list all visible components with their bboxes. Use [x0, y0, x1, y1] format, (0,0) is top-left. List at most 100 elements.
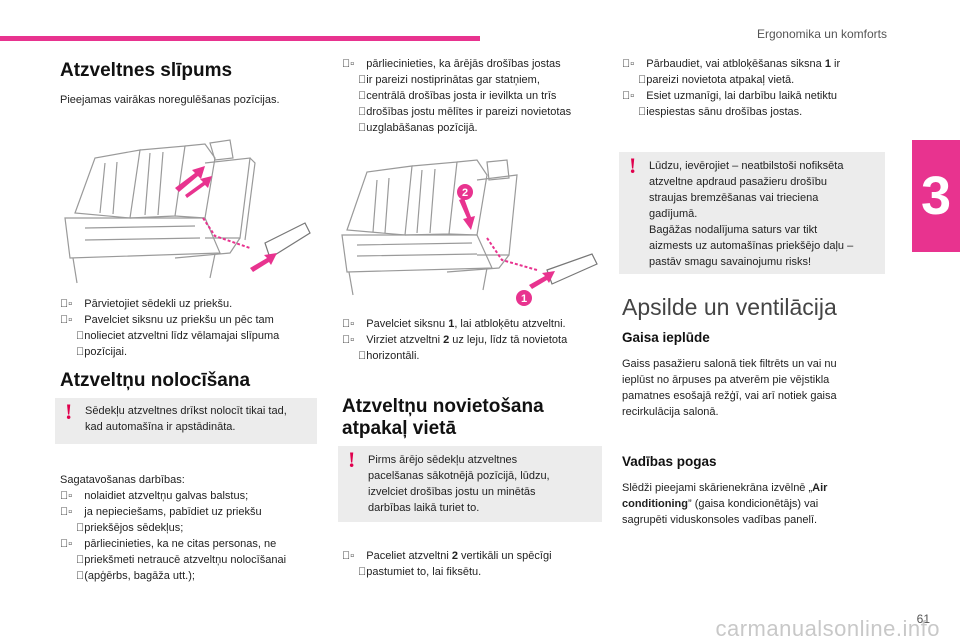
bullet-ref: 1 — [448, 318, 455, 330]
chapter-tab: 3 — [912, 140, 960, 252]
prep-item-cont: (apģērbs, bagāža utt.); — [84, 570, 195, 582]
watermark: carmanualsonline.info — [715, 616, 940, 641]
menu-name: conditioning — [622, 498, 688, 510]
bullet-marker: ▫ — [68, 506, 73, 518]
prep-item: ▫ ja nepieciešams, pabīdiet uz priekšu — [60, 504, 320, 520]
bullet-marker: ▫ — [350, 58, 355, 70]
warning-box-folding: ! Sēdekļu atzveltnes drīkst nolocīt tika… — [55, 398, 317, 444]
bullet-cont: nolieciet atzveltni līdz vēlamajai slīpu… — [84, 330, 280, 342]
bullet-pull-strap: ▫ Pavelciet siksnu uz priekšu un pēc tam — [60, 312, 320, 328]
bullet-move-seat: ▫ Pārvietojiet sēdekli uz priekšu. — [60, 296, 320, 312]
bullet-raise-backrest: ▫ Paceliet atzveltni 2 vertikāli un spēcī… — [342, 548, 602, 564]
bullet-text: pārliecinieties, ka ne citas personas, n… — [84, 538, 277, 550]
warning-text: Lūdzu, ievērojiet – neatbilstoši nofiksē… — [649, 160, 844, 172]
bullet-marker: ▫ — [68, 298, 73, 310]
heading-backrest-tilt: Atzveltnes slīpums — [60, 60, 233, 81]
paragraph-line: sagrupēti viduskonsoles vadības panelī. — [622, 514, 818, 526]
heading-heating-ventilation: Apsilde un ventilācija — [622, 294, 837, 320]
bullet-marker: ▫ — [350, 550, 355, 562]
callout-1-badge — [516, 290, 532, 306]
bullet-marker: ▫ — [68, 314, 73, 326]
warning-text: atzveltne apdraud pasažieru drošību — [649, 176, 827, 188]
bullet-cont: centrālā drošības josta ir ievilkta un t… — [366, 90, 557, 102]
prep-item: ▫ pārliecinieties, ka ne citas personas, … — [60, 536, 320, 552]
bullet-text: uz leju, līdz tā novietota — [449, 334, 568, 346]
bullet-push-backrest: ▫ Virziet atzveltni 2 uz leju, līdz tā no… — [342, 332, 602, 348]
bullet-text: , lai atbloķētu atzveltni. — [454, 318, 566, 330]
prep-label: Sagatavošanas darbības: — [60, 474, 185, 486]
warning-text: pastāv smagu savainojumu risks! — [649, 256, 812, 268]
bullet-text: Paceliet atzveltni — [366, 550, 452, 562]
bullet-text: nolaidiet atzveltņu galvas balstus; — [84, 490, 249, 502]
paragraph-line: recirkulācija salonā. — [622, 406, 719, 418]
bullet-cont: drošības jostu mēlītes ir pareizi noviet… — [366, 106, 572, 118]
subheading-air-intake: Gaisa ieplūde — [622, 330, 710, 345]
warning-icon: ! — [348, 447, 356, 472]
bullet-text: Pārbaudiet, vai atbloķēšanas siksna — [646, 58, 825, 70]
seat-tilt-illustration — [64, 139, 311, 284]
bullet-cont: ir pareizi nostiprinātas gar statņiem, — [366, 74, 540, 86]
bullet-careful: ▫ Esiet uzmanīgi, lai darbību laikā netik… — [622, 88, 892, 104]
bullet-cont: pozīcijai. — [84, 346, 128, 358]
paragraph-line: ieplūst no ārpuses pa atverēm pie vējsti… — [622, 374, 830, 386]
paragraph-controls: Slēdži pieejami skārienekrāna izvēlnē „A… — [622, 480, 892, 528]
warning-text: izvelciet drošības jostu un minētās — [368, 486, 536, 498]
bullet-seatbelts: ▫ pārliecinieties, ka ārējās drošības jos… — [342, 56, 602, 72]
warning-box-return: ! Pirms ārējo sēdekļu atzveltnes pacelša… — [338, 446, 602, 522]
paragraph-text: Slēdži pieejami skārienekrāna izvēlnē „ — [622, 482, 813, 494]
heading-return: Atzveltņu novietošana atpakaļ vietā — [342, 396, 544, 440]
warning-icon: ! — [65, 399, 73, 424]
bullet-pull-strap-1: ▫ Pavelciet siksnu 1, lai atbloķētu atzve… — [342, 316, 602, 332]
seat-fold-illustration: 2 1 — [341, 159, 598, 306]
prep-item-cont: priekšējos sēdekļus; — [84, 522, 184, 534]
bullet-text: ir — [830, 58, 841, 70]
warning-text: straujas bremzēšanas vai trieciena — [649, 192, 819, 204]
bullet-cont: horizontāli. — [366, 350, 420, 362]
paragraph-line: Gaiss pasažieru salonā tiek filtrēts un … — [622, 358, 837, 370]
warning-icon: ! — [629, 153, 637, 178]
bullet-text: Pārvietojiet sēdekli uz priekšu. — [84, 298, 233, 310]
bullet-text: pārliecinieties, ka ārējās drošības jost… — [366, 58, 561, 70]
bullet-marker: ▫ — [68, 538, 73, 550]
bullet-marker: ▫ — [630, 90, 635, 102]
bullet-text: Virziet atzveltni — [366, 334, 444, 346]
header-accent-bar — [0, 36, 480, 41]
bullet-marker: ▫ — [68, 490, 73, 502]
paragraph-text: ” (gaisa kondicionētājs) vai — [687, 498, 819, 510]
bullet-text: Pavelciet siksnu uz priekšu un pēc tam — [84, 314, 274, 326]
bullet-cont: uzglabāšanas pozīcijā. — [366, 122, 478, 134]
bullet-ref: 2 — [451, 550, 458, 562]
callout-1-label: 1 — [521, 293, 527, 305]
bullet-check-strap: ▫ Pārbaudiet, vai atbloķēšanas siksna 1 i… — [622, 56, 892, 72]
bullet-text: ja nepieciešams, pabīdiet uz priekšu — [84, 506, 262, 518]
bullet-marker: ▫ — [350, 318, 355, 330]
subheading-controls: Vadības pogas — [622, 454, 717, 469]
bullet-text: Esiet uzmanīgi, lai darbību laikā netikt… — [646, 90, 838, 102]
bullet-cont: pareizi novietota atpakaļ vietā. — [646, 74, 795, 86]
warning-text: gadījumā. — [649, 208, 698, 220]
section-title: Ergonomika un komforts — [756, 27, 887, 41]
intro-text: Pieejamas vairākas noregulēšanas pozīcij… — [60, 94, 280, 106]
callout-2-label: 2 — [462, 187, 468, 199]
warning-text: pacelšanas sākotnējā pozīcijā, lūdzu, — [368, 470, 550, 482]
prep-item: ▫ nolaidiet atzveltņu galvas balstus; — [60, 488, 320, 504]
warning-text: kad automašīna ir apstādināta. — [85, 421, 236, 433]
heading-line: atpakaļ vietā — [342, 418, 457, 439]
bullet-text: Pavelciet siksnu — [366, 318, 449, 330]
heading-line: Atzveltņu novietošana — [342, 396, 544, 417]
page-number: 61 — [916, 612, 930, 626]
bullet-ref: 1 — [824, 58, 831, 70]
bullet-ref: 2 — [443, 334, 450, 346]
warning-text: Pirms ārējo sēdekļu atzveltnes — [368, 454, 518, 466]
bullet-text: vertikāli un spēcīgi — [457, 550, 552, 562]
warning-text: aizmests uz automašīnas priekšējo daļu – — [649, 240, 854, 252]
paragraph-line: pamatnes esošajā režģī, vai arī notiek g… — [622, 390, 837, 402]
warning-text: Bagāžas nodalījuma saturs var tikt — [649, 224, 818, 236]
bullet-marker: ▫ — [630, 58, 635, 70]
menu-name: Air — [812, 482, 828, 494]
bullet-cont: iespiestas sānu drošības jostas. — [646, 106, 803, 118]
bullet-marker: ▫ — [350, 334, 355, 346]
warning-box-locking: ! Lūdzu, ievērojiet – neatbilstoši nofik… — [619, 152, 885, 274]
paragraph-air-intake: Gaiss pasažieru salonā tiek filtrēts un … — [622, 356, 892, 420]
heading-folding: Atzveltņu nolocīšana — [60, 370, 251, 391]
